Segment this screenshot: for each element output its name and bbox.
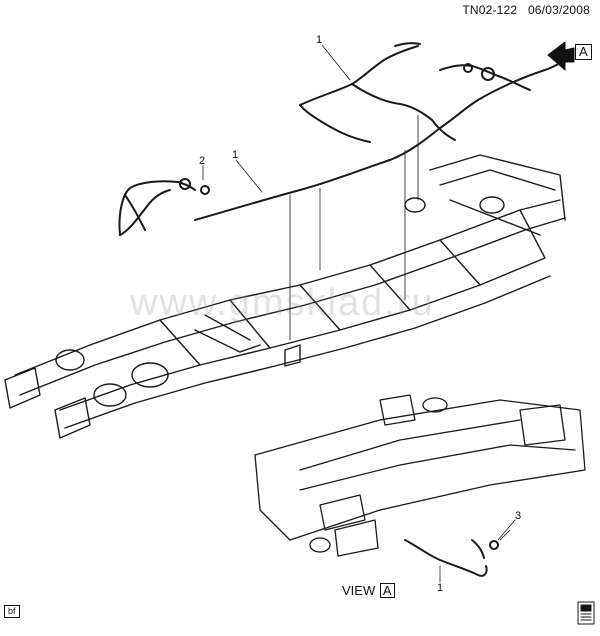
callout-1-top: 1 — [316, 34, 323, 46]
document-badge-icon — [577, 601, 595, 625]
view-label-text: VIEW — [342, 583, 376, 598]
vehicle-frame — [4, 154, 566, 439]
view-arrow-letter: A — [575, 44, 592, 60]
callout-1-mid: 1 — [232, 149, 239, 161]
view-letter-box: A — [379, 583, 395, 598]
detail-harness-pigtail — [404, 529, 511, 577]
view-label: VIEW A — [342, 583, 395, 598]
figure-date: 06/03/2008 — [527, 3, 590, 17]
figure-header: TN02-122 06/03/2008 — [462, 3, 590, 17]
callout-3: 3 — [515, 510, 522, 522]
callout-1-bottom: 1 — [437, 582, 444, 594]
detail-view-frame — [254, 394, 586, 557]
corner-tag: bf — [4, 605, 20, 618]
callout-leaders — [202, 44, 516, 583]
solid-arrow-icon — [547, 41, 575, 71]
watermark: www.gmsklad.ru — [130, 282, 435, 324]
wiring-harness-upper — [118, 42, 567, 236]
figure-id: TN02-122 — [462, 3, 518, 17]
callout-2: 2 — [199, 155, 206, 167]
